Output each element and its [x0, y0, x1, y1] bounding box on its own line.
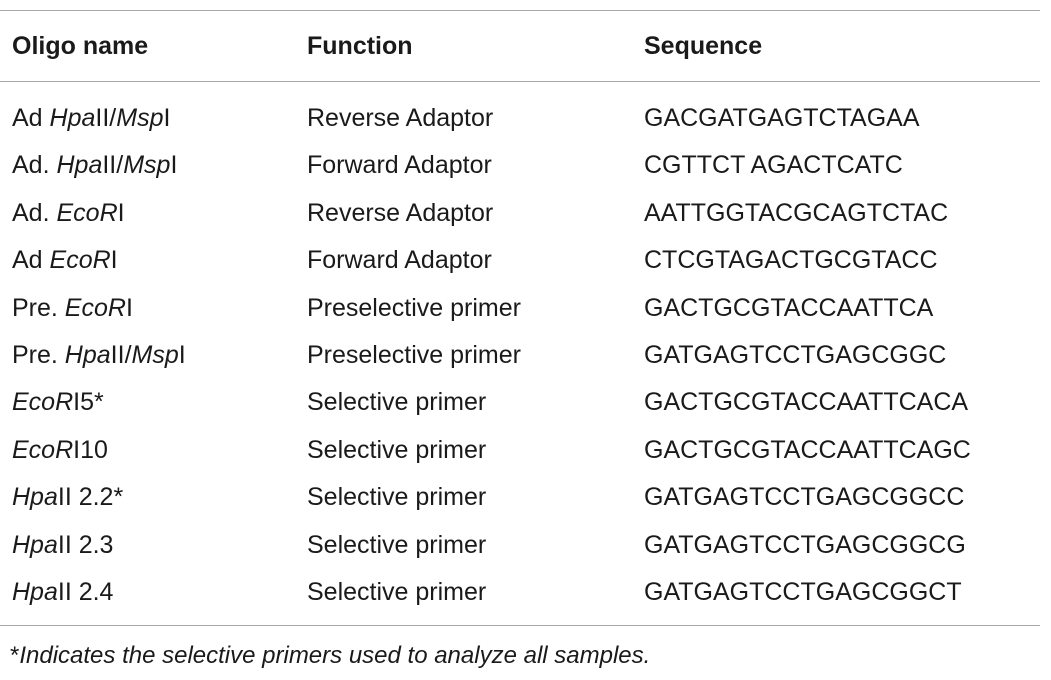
- cell-function: Preselective primer: [307, 293, 521, 322]
- header-function: Function: [307, 32, 413, 60]
- oligo-name-segment: II/: [110, 341, 132, 369]
- oligo-name-segment: I: [178, 341, 186, 369]
- oligo-name-segment: I5*: [73, 388, 104, 417]
- oligo-name-segment: Ad.: [12, 198, 57, 227]
- oligo-name-segment: Pre.: [12, 293, 65, 322]
- oligo-name-segment: II/: [95, 104, 117, 132]
- table-row: HpaII 2.3 Selective primer GATGAGTCCTGAGCG…: [0, 527, 1040, 563]
- oligo-name-segment: Ad.: [12, 151, 57, 180]
- cell-function: Forward Adaptor: [307, 246, 492, 275]
- oligo-name-segment: II 2.2*: [57, 483, 124, 512]
- table-footnote: *Indicates the selective primers used to…: [10, 638, 650, 674]
- cell-oligo-name: Pre. EcoRI: [12, 290, 133, 326]
- cell-oligo-name: HpaII 2.3: [12, 527, 113, 563]
- cell-function: Forward Adaptor: [307, 151, 492, 180]
- oligo-name-segment: Hpa: [64, 341, 111, 369]
- cell-function: Selective primer: [307, 530, 487, 559]
- cell-oligo-name: Ad EcoRI: [12, 242, 118, 278]
- header-oligo-name: Oligo name: [12, 32, 149, 60]
- table-row: Pre. HpaII/MspI Preselective primer GATGAG…: [0, 337, 1040, 373]
- oligo-name-segment: Msp: [123, 151, 171, 180]
- oligo-name-segment: I: [117, 198, 125, 227]
- cell-function: Reverse Adaptor: [307, 198, 494, 227]
- oligo-name-segment: I: [163, 104, 171, 132]
- table-bottom-rule: [0, 625, 1040, 626]
- oligo-name-segment: II 2.3: [57, 530, 114, 559]
- oligo-name-segment: Hpa: [12, 483, 58, 512]
- cell-oligo-name: Pre. HpaII/MspI: [12, 337, 186, 373]
- cell-sequence: CTCGTAGACTGCGTACC: [644, 246, 938, 275]
- footnote-marker: *: [10, 642, 20, 669]
- oligo-name-segment: Hpa: [56, 151, 103, 180]
- cell-oligo-name: Ad. HpaII/MspI: [12, 147, 177, 183]
- cell-function: Selective primer: [307, 483, 487, 512]
- oligo-name-segment: I: [170, 151, 178, 180]
- cell-function: Selective primer: [307, 435, 487, 464]
- cell-function: Selective primer: [307, 578, 487, 606]
- oligo-name-segment: I: [125, 293, 133, 322]
- table-row: EcoRI10 Selective primer GACTGCGTACCAATTCA…: [0, 432, 1040, 468]
- oligo-name-segment: Msp: [116, 104, 164, 132]
- table-header-rule: [0, 81, 1040, 82]
- table-row: Ad HpaII/MspI Reverse Adaptor GACGATGAGTCT…: [0, 100, 1040, 136]
- table-row: HpaII 2.4 Selective primer GATGAGTCCTGAGCG…: [0, 574, 1040, 610]
- cell-sequence: AATTGGTACGCAGTCTAC: [644, 198, 949, 227]
- oligo-name-segment: EcoR: [12, 435, 74, 464]
- cell-function: Reverse Adaptor: [307, 104, 494, 132]
- cell-sequence: GATGAGTCCTGAGCGGCT: [644, 578, 962, 606]
- oligo-name-segment: EcoR: [64, 293, 126, 322]
- cell-sequence: GACTGCGTACCAATTCA: [644, 293, 934, 322]
- cell-sequence: GACTGCGTACCAATTCACA: [644, 388, 969, 417]
- oligo-name-segment: II/: [102, 151, 124, 180]
- cell-sequence: GATGAGTCCTGAGCGGCG: [644, 530, 966, 559]
- table-header-row: Oligo name Function Sequence: [0, 28, 1040, 64]
- oligo-name-segment: EcoR: [49, 246, 111, 275]
- oligo-name-segment: Hpa: [49, 104, 96, 132]
- footnote-text: Indicates the selective primers used to …: [19, 642, 651, 669]
- oligo-name-segment: EcoR: [56, 198, 118, 227]
- oligo-name-segment: Msp: [131, 341, 179, 369]
- cell-function: Preselective primer: [307, 341, 521, 369]
- table-row: EcoRI5* Selective primer GACTGCGTACCAATTCA…: [0, 384, 1040, 420]
- oligo-name-segment: I: [110, 246, 118, 275]
- table-top-rule: [0, 10, 1040, 11]
- oligo-name-segment: Hpa: [12, 578, 58, 606]
- oligo-name-segment: II 2.4: [57, 578, 114, 606]
- cell-sequence: CGTTCT AGACTCATC: [644, 151, 903, 180]
- table-row: Pre. EcoRI Preselective primer GACTGCGTACC…: [0, 290, 1040, 326]
- table-row: Ad. EcoRI Reverse Adaptor AATTGGTACGCAGTCT…: [0, 195, 1040, 231]
- cell-oligo-name: Ad. EcoRI: [12, 195, 125, 231]
- cell-function: Selective primer: [307, 388, 487, 417]
- cell-sequence: GACTGCGTACCAATTCAGC: [644, 435, 971, 464]
- oligo-name-segment: Ad: [12, 104, 50, 132]
- cell-oligo-name: Ad HpaII/MspI: [12, 100, 170, 136]
- cell-oligo-name: HpaII 2.4: [12, 574, 113, 610]
- cell-oligo-name: EcoRI10: [12, 432, 108, 468]
- cell-sequence: GATGAGTCCTGAGCGGCC: [644, 483, 965, 512]
- oligo-name-segment: EcoR: [12, 388, 74, 417]
- header-sequence: Sequence: [644, 32, 763, 60]
- table-row: Ad. HpaII/MspI Forward Adaptor CGTTCT AGAC…: [0, 147, 1040, 183]
- oligo-name-segment: Hpa: [12, 530, 58, 559]
- table-row: HpaII 2.2* Selective primer GATGAGTCCTGAGC…: [0, 479, 1040, 515]
- oligo-name-segment: I10: [73, 435, 108, 464]
- cell-oligo-name: HpaII 2.2*: [12, 479, 123, 515]
- oligo-name-segment: Pre.: [12, 341, 65, 369]
- cell-sequence: GACGATGAGTCTAGAA: [644, 104, 920, 132]
- table-row: Ad EcoRI Forward Adaptor CTCGTAGACTGCGTACC: [0, 242, 1040, 278]
- cell-oligo-name: EcoRI5*: [12, 384, 104, 420]
- oligo-name-segment: Ad: [12, 246, 50, 275]
- cell-sequence: GATGAGTCCTGAGCGGC: [644, 341, 947, 369]
